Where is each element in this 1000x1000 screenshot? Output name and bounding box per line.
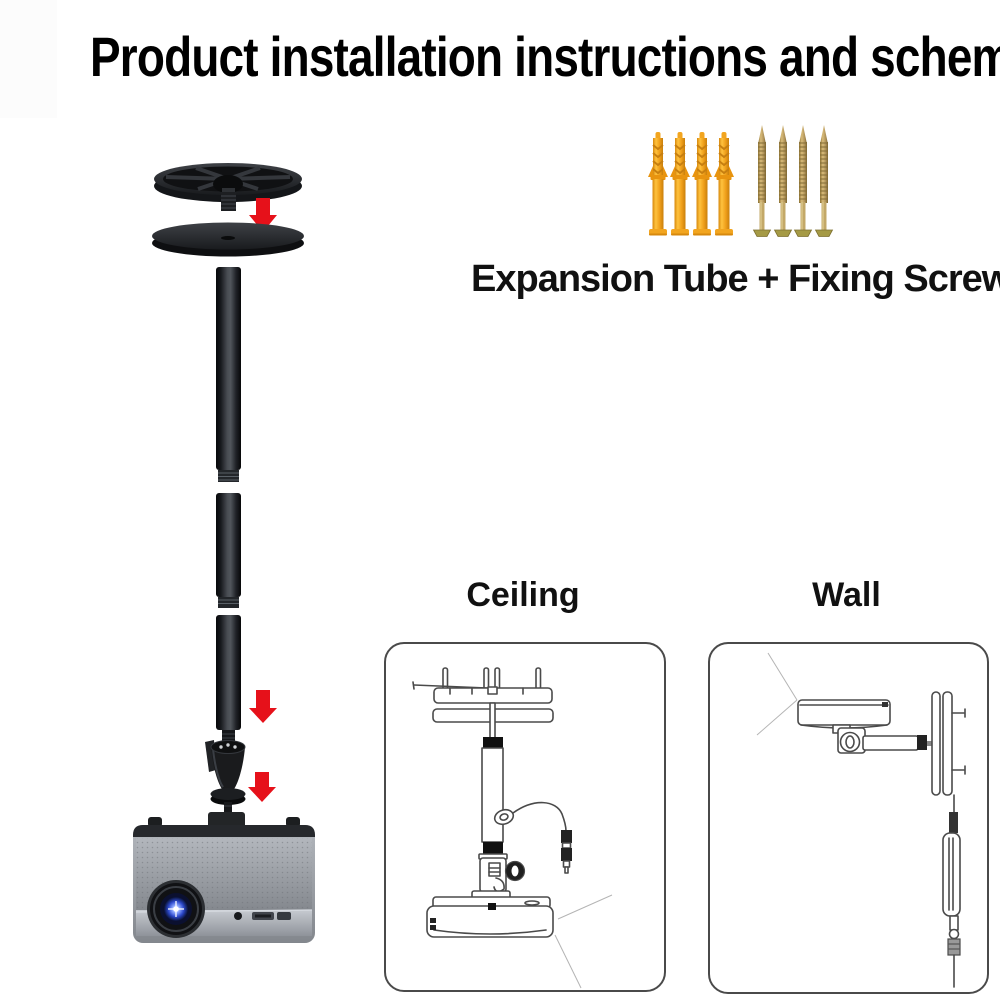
pole-section-2	[216, 493, 241, 608]
ceiling-bracket-disc	[154, 163, 302, 211]
ceiling-panel-label: Ceiling	[466, 576, 580, 614]
down-arrow-icon	[249, 690, 277, 723]
hardware-illustration	[647, 124, 833, 237]
page-title: Product installation instructions and sc…	[90, 25, 1000, 88]
ir-sensor-icon	[234, 912, 242, 920]
wall-panel-label: Wall	[812, 576, 881, 614]
ceiling-extension-pole	[480, 701, 504, 856]
projector-illustration	[133, 812, 315, 943]
pole-section-3	[216, 615, 241, 743]
hardware-caption: Expansion Tube + Fixing Screw	[471, 258, 1000, 300]
ball-joint-head	[205, 740, 246, 791]
cover-plate-disc	[152, 222, 304, 257]
wall-panel	[708, 642, 989, 994]
wall-projector-outline	[796, 698, 891, 729]
wall-power-cable	[941, 793, 961, 988]
mount-base-disc	[210, 788, 246, 813]
ceiling-projector-outline	[425, 895, 554, 938]
down-arrow-icon	[248, 772, 276, 802]
exploded-view-illustration	[133, 163, 315, 943]
background-artifact	[0, 0, 57, 118]
pole-section-1	[216, 267, 241, 482]
wall-plate-bars	[930, 690, 966, 796]
ceiling-panel	[384, 642, 666, 992]
ceiling-mount-plate	[432, 685, 553, 704]
leader-lines	[756, 652, 797, 735]
fixing-screw-icon	[753, 124, 833, 237]
ceiling-ball-joint	[470, 852, 525, 901]
wall-ball-joint-arm	[831, 723, 933, 754]
power-cable	[493, 801, 572, 874]
wall-diagram	[756, 652, 966, 988]
expansion-anchor-icon	[647, 131, 735, 237]
projector-lens-icon	[147, 880, 205, 938]
leader-lines	[554, 894, 612, 988]
projector-ports-icon	[252, 912, 291, 920]
ceiling-diagram	[411, 666, 612, 988]
